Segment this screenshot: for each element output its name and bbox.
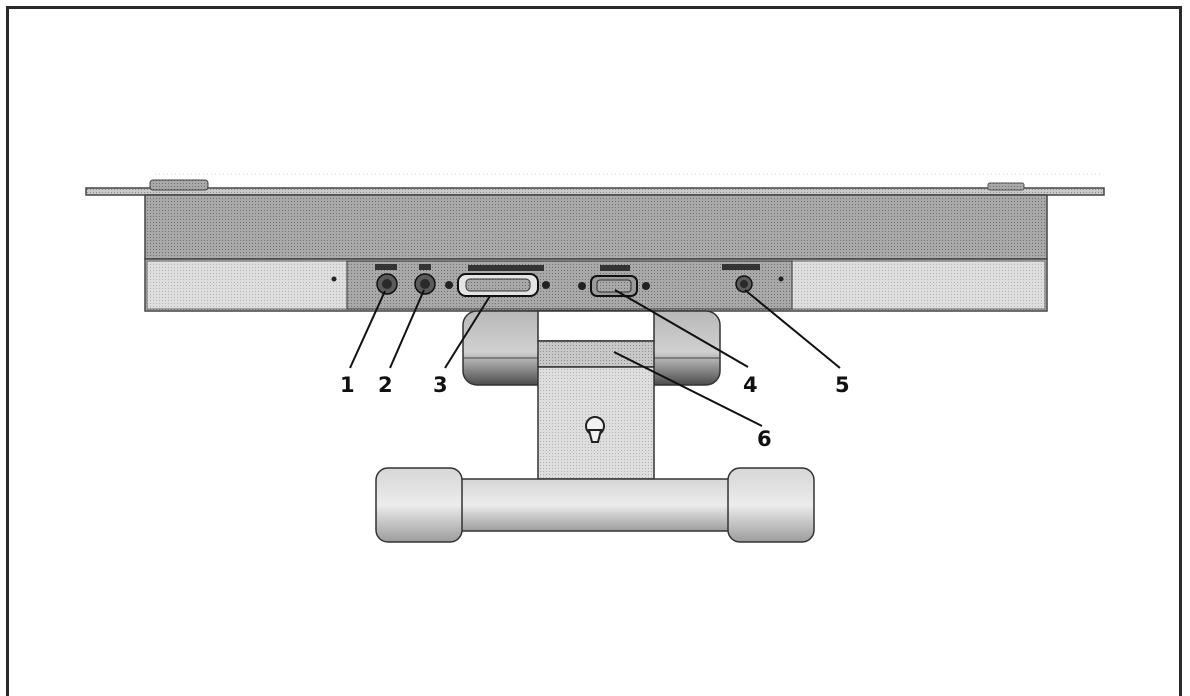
port-5 — [722, 264, 760, 293]
callout-3: 3 — [433, 373, 448, 397]
bezel-clip-left — [149, 179, 209, 191]
callout-4: 4 — [743, 373, 758, 397]
keyhole-icon — [585, 416, 605, 443]
bezel-clip-right — [987, 182, 1025, 191]
front-bezel — [85, 179, 1105, 196]
base-cap-right — [727, 467, 815, 543]
screw-right — [778, 276, 784, 282]
callout-2: 2 — [378, 373, 393, 397]
panel-cover-left — [146, 260, 348, 310]
rear-panel — [144, 258, 1048, 312]
callout-1: 1 — [340, 373, 355, 397]
leader-lines — [349, 289, 841, 427]
callout-6: 6 — [757, 427, 772, 451]
monitor-body — [144, 194, 1048, 260]
connector-3 — [445, 265, 550, 297]
screw-left — [331, 276, 337, 282]
figure-frame — [6, 6, 1182, 696]
stand-neck-6 — [537, 310, 655, 480]
base-cap-left — [375, 467, 463, 543]
panel-cover-right — [791, 260, 1046, 310]
port-1 — [375, 264, 398, 295]
callout-5: 5 — [835, 373, 850, 397]
port-2 — [414, 264, 436, 295]
stand-base — [375, 467, 815, 543]
connector-4 — [578, 265, 650, 297]
